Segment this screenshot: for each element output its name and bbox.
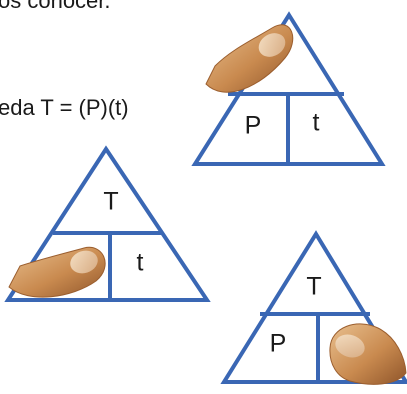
triangle-2-label-top: T — [103, 188, 118, 216]
triangle-covered-P: T t — [8, 149, 207, 300]
triangle-3-label-top: T — [306, 273, 321, 301]
triangle-3-label-left: P — [270, 330, 287, 358]
triangle-2-label-right: t — [137, 249, 144, 277]
triangle-1-label-right: t — [313, 109, 320, 137]
finger-icon — [330, 324, 406, 384]
triangle-covered-t: T P — [224, 234, 406, 384]
triangle-covered-T: P t — [195, 15, 382, 164]
triangle-1-label-left: P — [245, 112, 262, 140]
